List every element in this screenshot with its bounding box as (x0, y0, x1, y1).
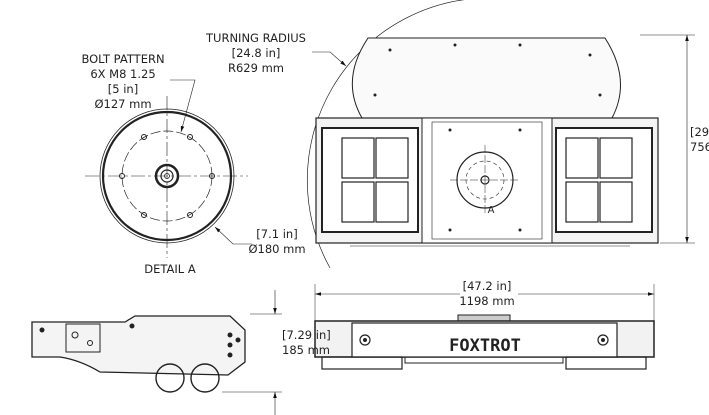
detail-a-title: DETAIL A (144, 262, 196, 276)
height-mm: 185 mm (282, 343, 331, 357)
foxtrot-logo: FOXTROT (449, 336, 521, 356)
wheel-diameter-inches: [7.1 in] (256, 227, 298, 241)
bolt-pattern-inches: [5 in] (107, 82, 139, 96)
turning-radius-label: TURNING RADIUS [24.8 in] R629 mm (206, 31, 306, 76)
width-mm: 1198 mm (459, 294, 515, 308)
wheel-diameter-label: [7.1 in] Ø180 mm (248, 227, 305, 257)
width-label: [47.2 in] 1198 mm (459, 279, 514, 309)
wheel-diameter-mm: Ø180 mm (248, 242, 306, 256)
turning-radius-mm: R629 mm (227, 61, 285, 75)
height-inches: [7.29 in] (282, 328, 331, 342)
bolt-pattern-label: BOLT PATTERN 6X M8 1.25 [5 in] Ø127 mm (81, 52, 164, 112)
left-track (321, 127, 419, 233)
bolt-holes (119, 134, 215, 218)
detail-a-wheel (85, 79, 252, 258)
bolt-pattern-mm: Ø127 mm (94, 97, 152, 111)
turning-radius-title: TURNING RADIUS (206, 31, 306, 45)
turning-radius-arc (306, 0, 465, 269)
screw-dots (373, 43, 602, 232)
depth-label: [29.8 in] 756 mm (690, 125, 709, 155)
top-view (306, 0, 695, 269)
turning-radius-inches: [24.8 in] (231, 46, 281, 60)
side-view (31, 290, 282, 415)
front-view (314, 284, 655, 370)
bolt-pattern-title: BOLT PATTERN (81, 52, 165, 66)
depth-inches: [29.8 in] (690, 125, 709, 139)
depth-mm: 756 mm (690, 140, 709, 154)
width-inches: [47.2 in] (462, 279, 512, 293)
bolt-pattern-spec: 6X M8 1.25 (90, 67, 156, 81)
height-label: [7.29 in] 185 mm (282, 328, 331, 358)
detail-marker: A (487, 205, 495, 216)
right-track (555, 127, 653, 233)
